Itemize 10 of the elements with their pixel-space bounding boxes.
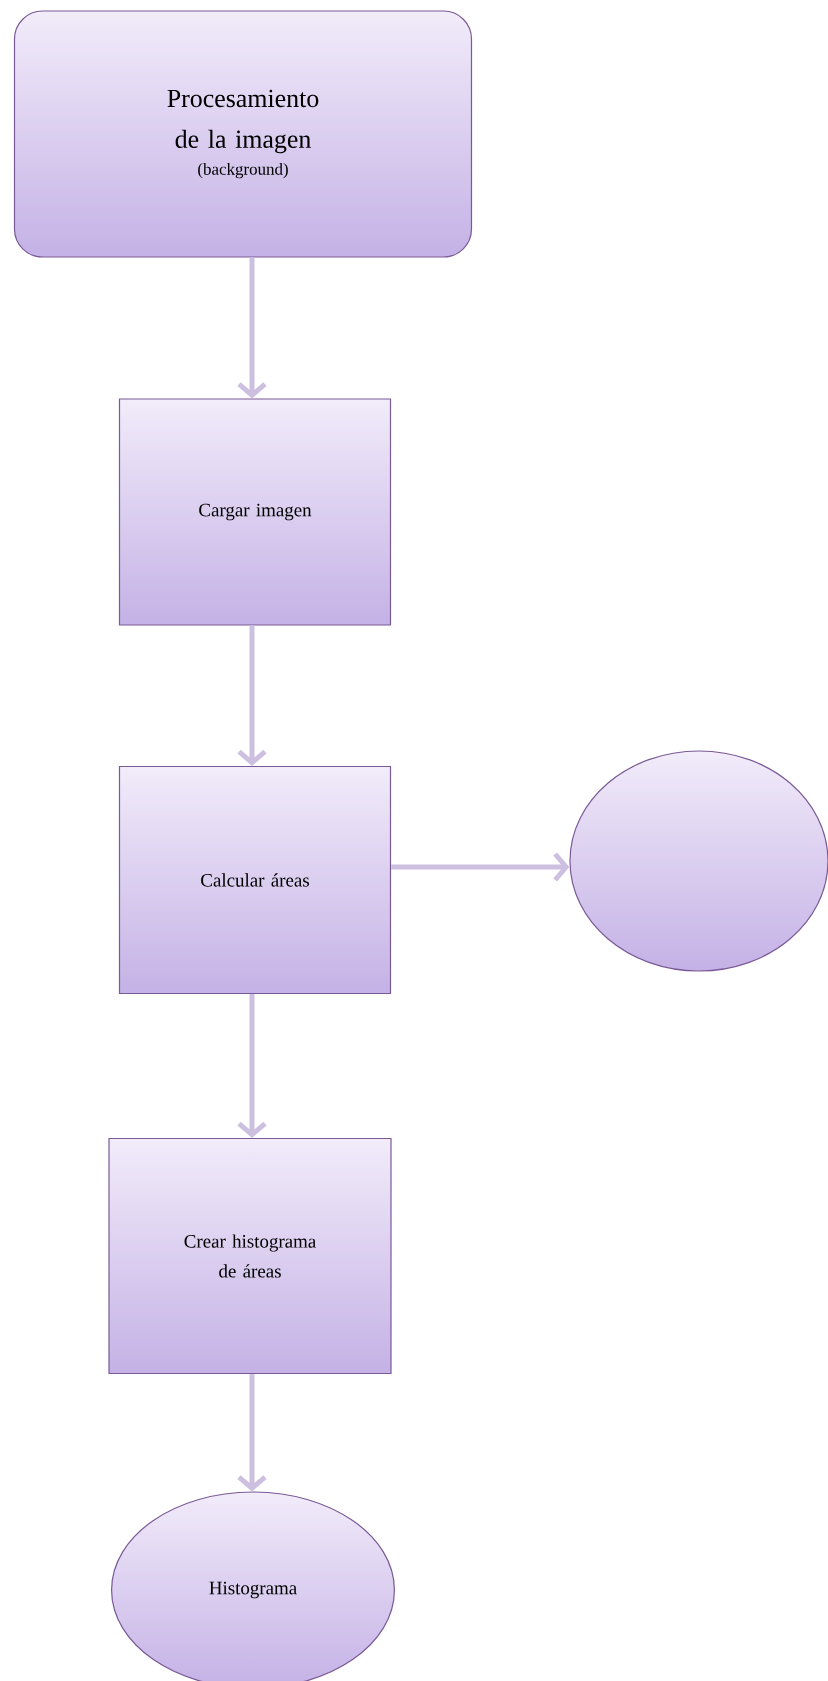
- process-box: Calcular áreas: [118, 765, 392, 995]
- arrow: [237, 257, 267, 399]
- process-box: Procesamiento de la imagen (background): [13, 10, 473, 258]
- arrow: [237, 625, 267, 766]
- process-box: Cargar imagen: [118, 398, 392, 626]
- arrow: [237, 1374, 267, 1492]
- arrow: [391, 852, 570, 882]
- process-box: Crear histograma de áreas: [108, 1137, 392, 1375]
- arrow: [237, 994, 267, 1138]
- ellipse: [569, 750, 828, 972]
